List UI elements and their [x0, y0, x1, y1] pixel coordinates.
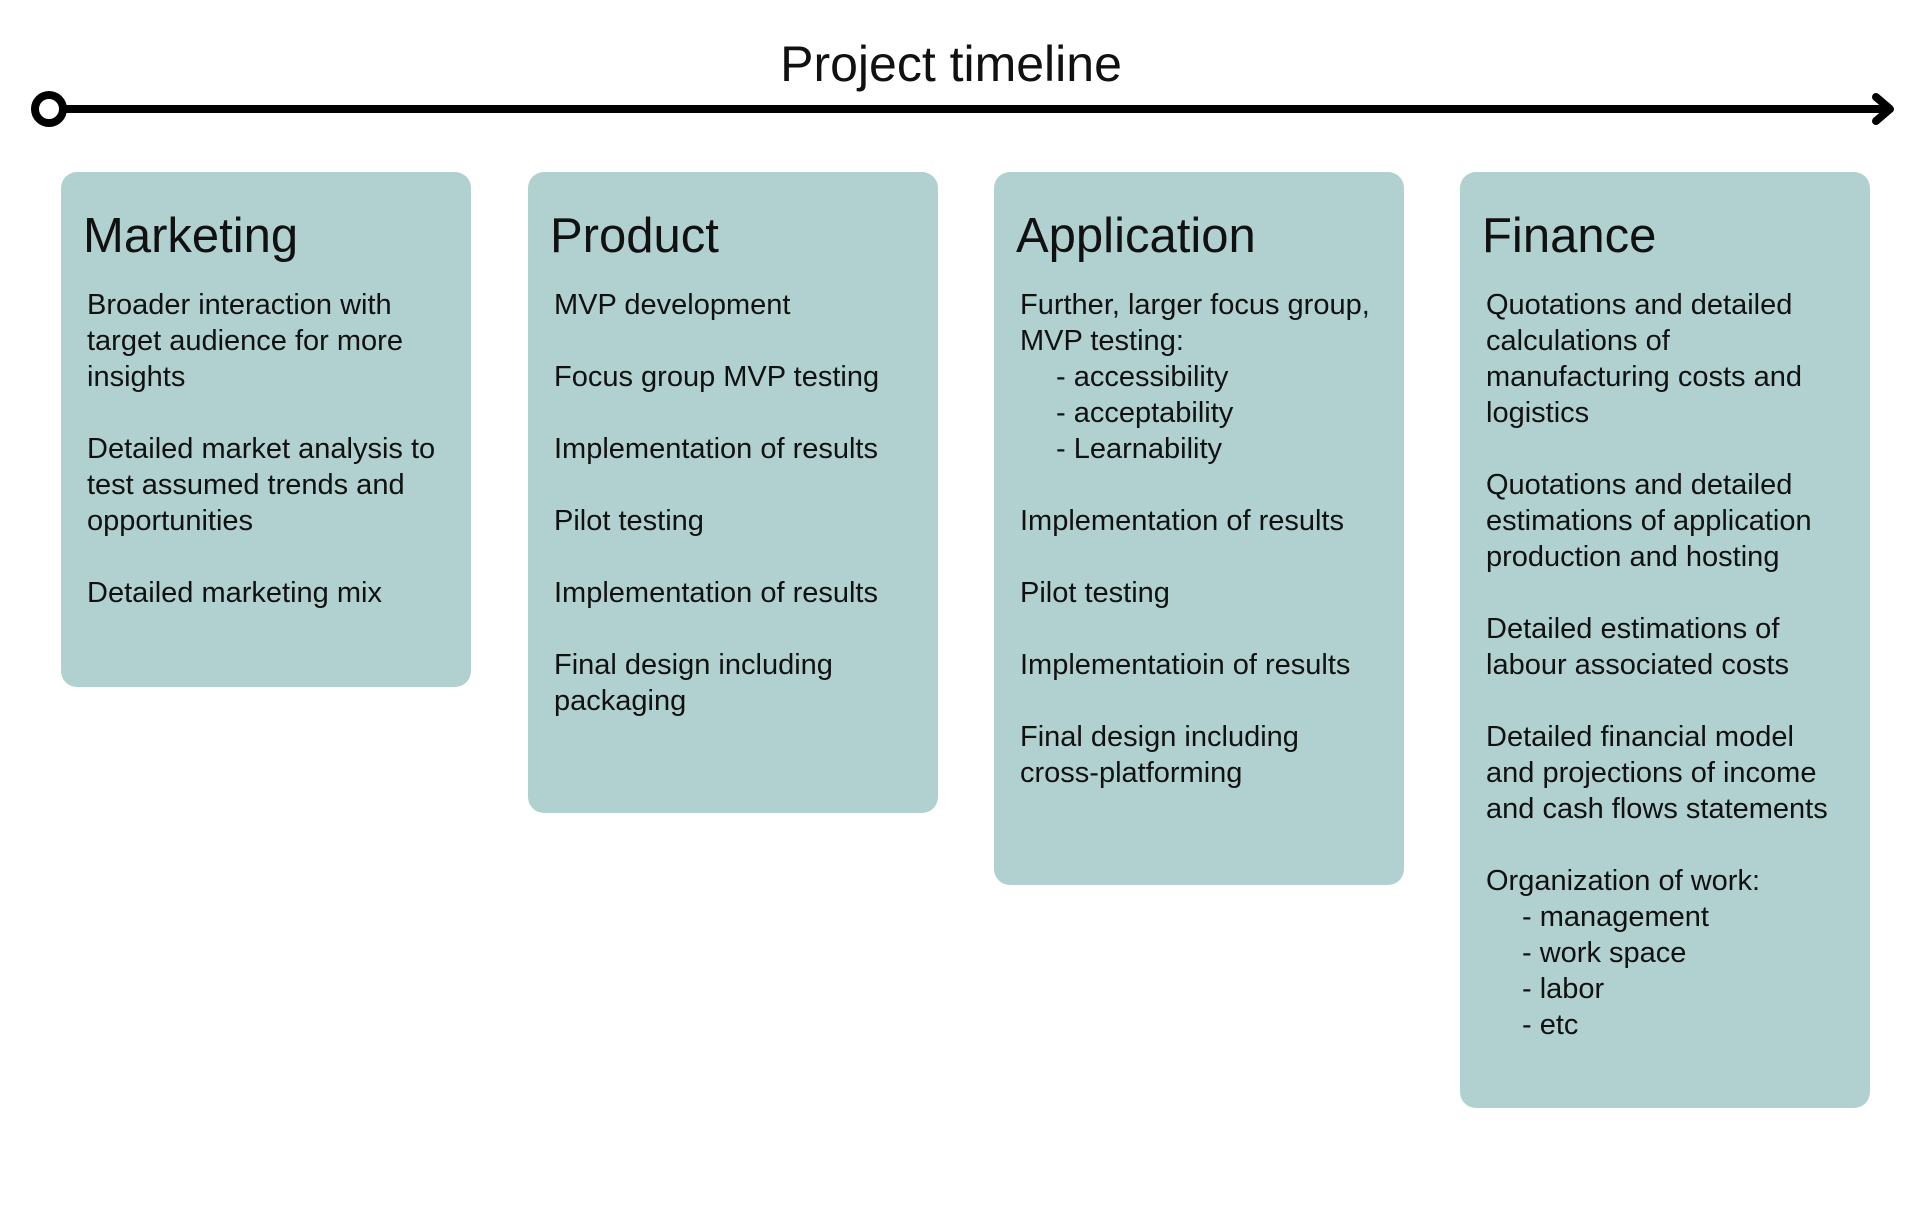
item-text: Broader interaction with target audience… — [87, 289, 403, 393]
card-item-list: Broader interaction with target audience… — [87, 287, 451, 611]
card-application: Application Further, larger focus group,… — [994, 172, 1404, 885]
list-item: Pilot testing — [554, 503, 918, 539]
card-title: Product — [550, 209, 719, 263]
list-item: Final design including cross-platforming — [1020, 719, 1384, 791]
item-text: Detailed marketing mix — [87, 577, 382, 609]
list-item: MVP development — [554, 287, 918, 323]
list-item: Broader interaction with target audience… — [87, 287, 451, 395]
item-text: Quotations and detailed estimations of a… — [1486, 469, 1812, 573]
list-item: Detailed marketing mix — [87, 575, 451, 611]
item-text: Detailed estimations of labour associate… — [1486, 613, 1790, 681]
list-item: Implementation of results — [1020, 503, 1384, 539]
card-item-list: Quotations and detailed calculations of … — [1486, 287, 1850, 1043]
timeline-start-marker — [31, 91, 67, 127]
card-title: Marketing — [83, 209, 299, 263]
sub-item: - Learnability — [1056, 433, 1223, 465]
item-text: Detailed financial model and projections… — [1486, 721, 1828, 825]
item-text: Detailed market analysis to test assumed… — [87, 433, 436, 537]
list-item: Further, larger focus group, MVP testing… — [1020, 287, 1384, 467]
card-title: Finance — [1482, 209, 1657, 263]
list-item: Quotations and detailed calculations of … — [1486, 287, 1850, 431]
item-text: Implementatioin of results — [1020, 649, 1351, 681]
list-item: Detailed estimations of labour associate… — [1486, 611, 1850, 683]
list-item: Final design including packaging — [554, 647, 918, 719]
list-item: Quotations and detailed estimations of a… — [1486, 467, 1850, 575]
item-text: Implementation of results — [554, 577, 878, 609]
item-text: Pilot testing — [1020, 577, 1170, 609]
card-marketing: Marketing Broader interaction with targe… — [61, 172, 471, 687]
sub-item: - acceptability — [1056, 397, 1234, 429]
item-text: Final design including cross-platforming — [1020, 721, 1299, 789]
list-item: Organization of work: - management - work … — [1486, 863, 1850, 1043]
list-item: Focus group MVP testing — [554, 359, 918, 395]
list-item: Detailed financial model and projections… — [1486, 719, 1850, 827]
card-finance: Finance Quotations and detailed calculat… — [1460, 172, 1870, 1108]
item-text: Final design including packaging — [554, 649, 833, 717]
sub-item: - labor — [1522, 973, 1605, 1005]
sub-item: - etc — [1522, 1009, 1579, 1041]
list-item: Pilot testing — [1020, 575, 1384, 611]
item-text: Focus group MVP testing — [554, 361, 880, 393]
card-item-list: Further, larger focus group, MVP testing… — [1020, 287, 1384, 791]
list-item: Implementation of results — [554, 431, 918, 467]
list-item: Implementation of results — [554, 575, 918, 611]
card-title: Application — [1016, 209, 1256, 263]
timeline-arrow — [31, 91, 1894, 127]
item-text: Further, larger focus group, MVP testing… — [1020, 289, 1370, 357]
item-text: Pilot testing — [554, 505, 704, 537]
item-text: Implementation of results — [554, 433, 878, 465]
sub-item: - work space — [1522, 937, 1687, 969]
item-text: MVP development — [554, 289, 791, 321]
timeline-arrowhead — [1872, 93, 1894, 125]
list-item: Implementatioin of results — [1020, 647, 1384, 683]
item-text: Implementation of results — [1020, 505, 1344, 537]
item-text: Organization of work: — [1486, 865, 1761, 897]
sub-item: - accessibility — [1056, 361, 1229, 393]
item-text: Quotations and detailed calculations of … — [1486, 289, 1802, 429]
timeline-title: Project timeline — [780, 36, 1122, 92]
list-item: Detailed market analysis to test assumed… — [87, 431, 451, 539]
sub-item: - management — [1522, 901, 1709, 933]
